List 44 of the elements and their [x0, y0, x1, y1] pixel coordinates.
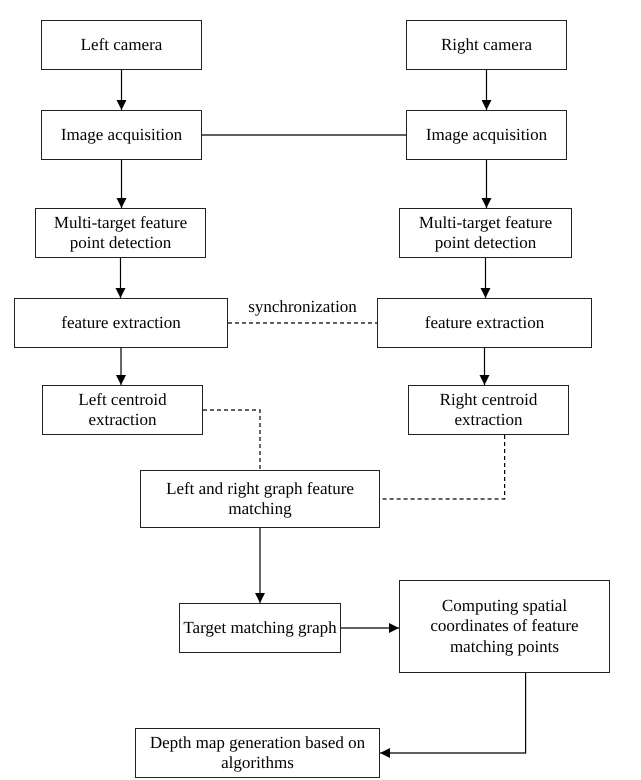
process-box [408, 385, 569, 435]
process-box [135, 728, 380, 778]
process-box [406, 110, 567, 160]
process-box [399, 208, 572, 258]
dashed-connector [228, 322, 377, 324]
arrow [116, 258, 126, 298]
arrow [482, 160, 492, 208]
box-label: Image acquisition [426, 124, 548, 146]
box-label: Multi-target feature point detection [418, 212, 554, 254]
box-label: feature extraction [61, 312, 181, 334]
box-label: feature extraction [424, 312, 544, 334]
arrow [480, 258, 490, 298]
box-label: Computing spatial coordinates of feature matching points [429, 596, 580, 658]
dashed-connector [203, 409, 261, 470]
arrow [480, 348, 490, 385]
box-label: Target matching graph [183, 618, 337, 638]
process-box [14, 298, 228, 348]
box-label: Depth map generation based on algorithms [148, 732, 366, 774]
box-label: Right centroid extraction [438, 390, 538, 430]
box-label: Right camera [440, 34, 532, 56]
box-label: Left centroid extraction [77, 390, 168, 430]
arrow [255, 528, 265, 603]
arrow [482, 70, 492, 110]
process-box [377, 298, 592, 348]
arrow [380, 673, 526, 758]
dashed-connector [380, 435, 506, 500]
box-label: Multi-target feature point detection [52, 212, 188, 254]
box-label: Image acquisition [60, 124, 182, 146]
process-box [406, 20, 567, 70]
process-box [140, 470, 380, 528]
arrow [116, 160, 126, 208]
arrow [116, 348, 126, 385]
connector-line [202, 134, 406, 136]
arrow [116, 70, 126, 110]
box-label: Left camera [80, 34, 162, 56]
process-box [41, 20, 202, 70]
process-box [399, 580, 610, 673]
process-box [41, 110, 202, 160]
box-label: Left and right graph feature matching [165, 478, 355, 520]
process-box [35, 208, 206, 258]
arrow [341, 623, 399, 633]
edge-label: synchronization [246, 297, 359, 317]
process-box [42, 385, 203, 435]
process-box [179, 603, 341, 653]
